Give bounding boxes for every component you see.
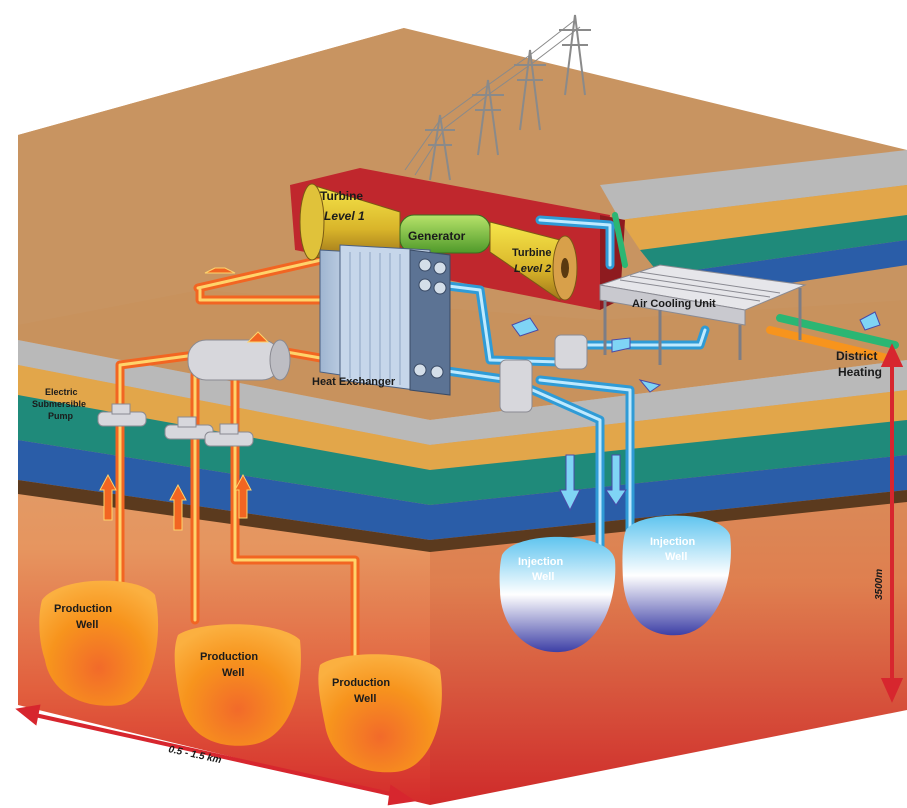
production-well-2-line1: Production — [200, 651, 258, 663]
strata-teal-right — [430, 420, 907, 505]
district-label-line2: Heating — [838, 365, 882, 379]
district-label-line1: District — [836, 349, 877, 363]
pump-label-line3: Pump — [48, 411, 74, 421]
pylons — [404, 14, 591, 181]
hot-flow-arrows — [99, 267, 270, 531]
injection-well-2 — [622, 515, 731, 636]
strata-gray-right — [430, 360, 907, 445]
injection-valves — [499, 334, 588, 413]
production-well-3-line1: Production — [332, 677, 390, 689]
production-well-3-line2: Well — [354, 693, 376, 705]
cold-flow-arrows — [511, 311, 881, 512]
production-manifold — [187, 339, 291, 381]
production-well-1-line1: Production — [54, 603, 112, 615]
electric-submersible-pumps — [97, 403, 254, 447]
width-dimension-arrow — [15, 704, 416, 806]
pump-label-line2: Submersible — [32, 399, 86, 409]
strata-tan-upper-right — [620, 185, 907, 250]
strata-teal-upper-right — [640, 215, 907, 275]
turbine2-level-label: Level 2 — [514, 263, 551, 275]
injection-well-1-line1: Injection — [518, 556, 564, 568]
pump-label-line1: Electric — [45, 387, 78, 397]
turbine-level-2 — [489, 221, 578, 301]
cold-pipes — [435, 215, 710, 565]
turbine-level-1 — [299, 183, 401, 261]
production-well-2 — [174, 624, 301, 746]
air-cooling-label: Air Cooling Unit — [632, 298, 716, 310]
production-well-1 — [39, 580, 159, 706]
injection-well-2-line1: Injection — [650, 536, 696, 548]
injection-well-1 — [499, 536, 616, 653]
depth-dimension-arrow — [880, 343, 904, 703]
production-well-3 — [318, 654, 442, 773]
heat-exchanger-label: Heat Exchanger — [312, 376, 396, 388]
turbine1-label: Turbine — [320, 189, 363, 203]
strata-blue-right — [430, 455, 907, 540]
production-well-2-line2: Well — [222, 667, 244, 679]
turbine1-level-label: Level 1 — [324, 209, 365, 223]
production-well-1-line2: Well — [76, 619, 98, 631]
depth-label: 3500m — [874, 569, 885, 600]
air-cooling-unit — [599, 264, 807, 365]
injection-well-2-line2: Well — [665, 551, 687, 563]
injection-well-1-line2: Well — [532, 571, 554, 583]
turbine2-label: Turbine — [512, 247, 552, 259]
heat-exchanger — [319, 244, 451, 396]
strata-tan-right — [430, 390, 907, 470]
generator-label: Generator — [408, 229, 466, 243]
strata-gray-upper-right — [600, 150, 907, 220]
